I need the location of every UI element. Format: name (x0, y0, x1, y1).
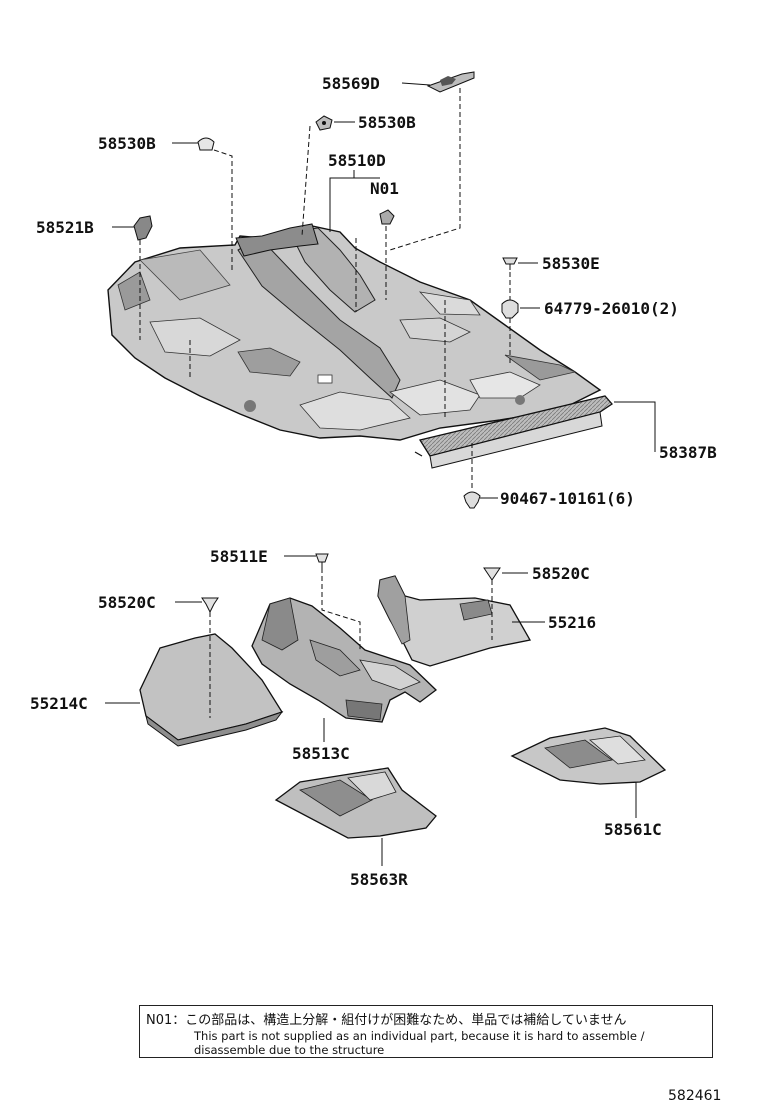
label-55216: 55216 (548, 613, 596, 632)
label-N01: N01 (370, 179, 399, 198)
label-58569D: 58569D (322, 74, 380, 93)
label-58387B: 58387B (659, 443, 717, 462)
part-labels: 58569D 58530B 58530B 58510D N01 58521B 5… (30, 74, 717, 889)
clip-58530E (502, 257, 518, 270)
label-58510D: 58510D (328, 151, 386, 170)
label-58530E: 58530E (542, 254, 600, 273)
clip-90467 (463, 491, 481, 509)
label-58520C-left: 58520C (98, 593, 156, 612)
label-58511E: 58511E (210, 547, 268, 566)
mat-58563R (274, 767, 437, 839)
note-english-line1: This part is not supplied as an individu… (194, 1029, 645, 1043)
clip-58521B (133, 215, 153, 241)
note-japanese: N01：この部品は、構造上分解・組付けが困難なため、単品では補給していません (146, 1013, 627, 1028)
clip-58530B-top (315, 115, 333, 131)
note-box: N01：この部品は、構造上分解・組付けが困難なため、単品では補給していません T… (139, 1005, 713, 1058)
label-58521B: 58521B (36, 218, 94, 237)
label-55214C: 55214C (30, 694, 88, 713)
clip-58511E (315, 553, 329, 568)
clip-58569D (426, 71, 475, 93)
panel-55214C (139, 633, 284, 747)
clip-64779 (501, 299, 519, 319)
clip-N01 (379, 209, 395, 225)
upper-guide-lines (139, 88, 511, 488)
floor-carpet-58510D (107, 223, 602, 441)
label-58520C-right: 58520C (532, 564, 590, 583)
label-90467-10161: 90467-10161(6) (500, 489, 635, 508)
clip-58520C-right (483, 567, 501, 581)
mat-58561C (510, 727, 667, 785)
label-58513C: 58513C (292, 744, 350, 763)
note-english-line2: disassemble due to the structure (194, 1043, 385, 1057)
scuff-strip-58387B (414, 395, 613, 469)
label-58563R: 58563R (350, 870, 408, 889)
upper-leader-lines (112, 82, 656, 499)
label-58561C: 58561C (604, 820, 662, 839)
clip-58530B-left (197, 137, 215, 151)
lower-leader-lines (105, 555, 637, 866)
label-58530B-top: 58530B (358, 113, 416, 132)
label-58530B-left: 58530B (98, 134, 156, 153)
clip-58520C-left (201, 597, 219, 614)
reference-number: 582461 (668, 1088, 722, 1104)
lower-guide-lines (209, 568, 493, 718)
tunnel-58513C (251, 597, 438, 723)
label-64779-26010: 64779-26010(2) (544, 299, 679, 318)
panel-55216 (377, 575, 532, 667)
